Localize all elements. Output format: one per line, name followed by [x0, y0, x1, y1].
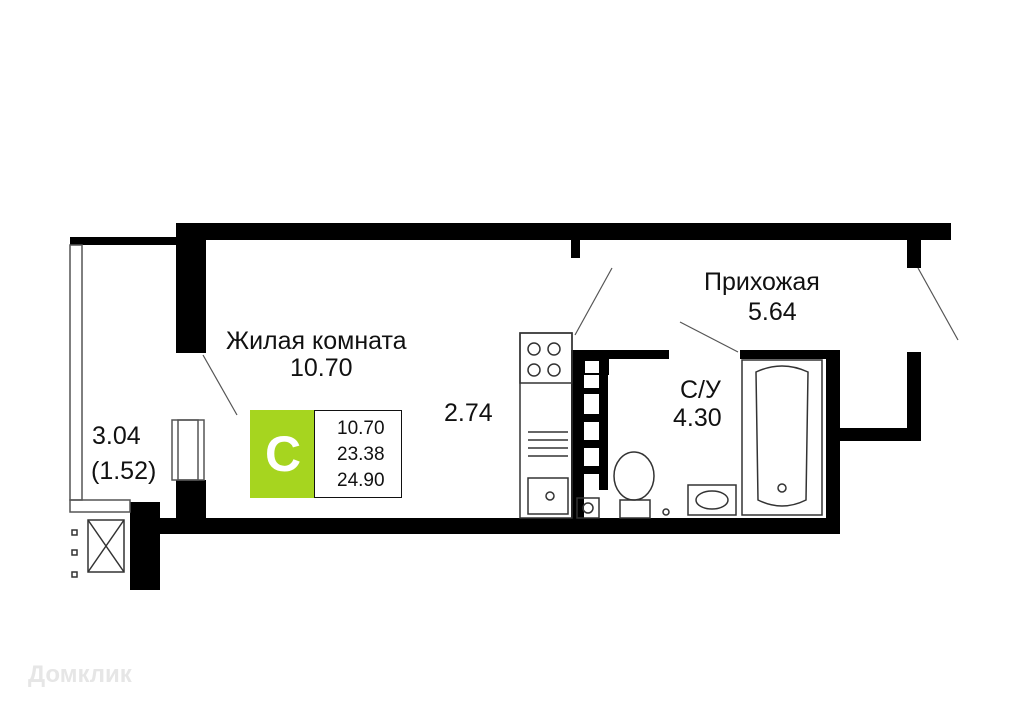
ventilation-shaft [71, 519, 125, 578]
living-area-value: 10.70 [337, 418, 385, 439]
balcony-glazing [69, 244, 205, 513]
kitchen-unit [519, 332, 600, 519]
living-room-name: Жилая комната [226, 327, 407, 355]
bathroom-name: С/У [680, 376, 721, 404]
hall-area: 5.64 [748, 298, 797, 326]
walls [70, 223, 951, 590]
area-summary: 10.70 23.38 24.90 [314, 410, 402, 498]
watermark: Домклик [28, 661, 132, 688]
useful-area-value: 23.38 [337, 444, 385, 465]
living-room-area: 10.70 [290, 354, 353, 382]
balcony-area: 3.04 [92, 422, 141, 450]
total-area-value: 24.90 [337, 470, 385, 491]
badge-letter: С [264, 426, 302, 482]
kitchen-area: 2.74 [444, 399, 493, 427]
bathroom-area: 4.30 [673, 404, 722, 432]
hall-name: Прихожая [704, 268, 820, 296]
bathroom-fixtures [613, 359, 823, 519]
door-swings [202, 267, 959, 416]
apartment-type-badge: С [250, 410, 316, 498]
balcony-reduced-area: (1.52) [91, 457, 157, 485]
